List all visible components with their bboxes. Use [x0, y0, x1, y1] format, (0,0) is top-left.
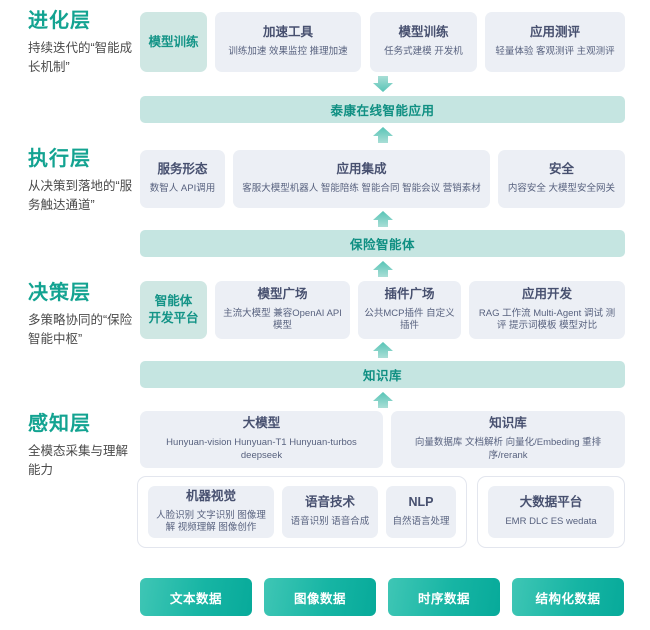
- card-subtitle: 主流大模型 兼容OpenAI API模型: [223, 307, 342, 332]
- chip-label: 结构化数据: [535, 591, 601, 606]
- card-title: 加速工具: [262, 25, 313, 40]
- layer-description: 从决策到落地的“服务触达通道”: [28, 179, 133, 213]
- arrow-up-icon: [372, 211, 394, 227]
- card-title: 大数据平台: [519, 495, 583, 510]
- layer-label-execution: 执行层 从决策到落地的“服务触达通道”: [28, 148, 133, 216]
- card-title: NLP: [408, 495, 434, 510]
- arrow-up-icon: [372, 392, 394, 408]
- arrow-down-icon: [372, 76, 394, 92]
- layer-label-evolution: 进化层 持续迭代的“智能成长机制”: [28, 10, 133, 78]
- card-subtitle: Hunyuan-vision Hunyuan-T1 Hunyuan-turbos…: [166, 437, 357, 461]
- card-subtitle: 训练加速 效果监控 推理加速: [228, 45, 348, 57]
- layer-label-decision: 决策层 多策略协同的“保险智能中枢”: [28, 282, 133, 350]
- chip-timeseries-data[interactable]: 时序数据: [388, 578, 500, 616]
- chip-image-data[interactable]: 图像数据: [264, 578, 376, 616]
- card-large-model[interactable]: 大模型 Hunyuan-vision Hunyuan-T1 Hunyuan-tu…: [140, 411, 383, 468]
- arrow-up-icon: [372, 261, 394, 277]
- band-label: 保险智能体: [349, 238, 415, 252]
- layer-title: 决策层: [28, 282, 91, 304]
- card-subtitle: 数智人 API调用: [149, 182, 216, 194]
- band-knowledge-base: 知识库: [140, 361, 625, 388]
- card-application-evaluation[interactable]: 应用测评 轻量体验 客观测评 主观测评: [485, 12, 625, 72]
- layer-label-perception: 感知层 全模态采集与理解能力: [28, 413, 133, 481]
- card-subtitle: RAG 工作流 Multi-Agent 调试 测评 提示词模板 模型对比: [478, 307, 616, 332]
- chip-text-data[interactable]: 文本数据: [140, 578, 252, 616]
- card-title: 机器视觉: [185, 488, 236, 503]
- card-knowledge-base[interactable]: 知识库 向量数据库 文档解析 向量化/Embeding 重排序/rerank: [391, 411, 625, 468]
- band-label: 泰康在线智能应用: [330, 104, 435, 118]
- card-title: 智能体 开发平台: [148, 294, 199, 325]
- card-subtitle: 轻量体验 客观测评 主观测评: [495, 45, 615, 57]
- card-title: 应用集成: [336, 162, 387, 177]
- layer-title: 感知层: [28, 413, 91, 435]
- band-insurance-agent: 保险智能体: [140, 230, 625, 257]
- card-title: 应用测评: [529, 25, 580, 40]
- card-title: 知识库: [489, 416, 527, 431]
- layer-description: 全模态采集与理解能力: [28, 444, 129, 478]
- chip-label: 图像数据: [293, 591, 346, 606]
- card-model-training-highlight[interactable]: 模型训练: [140, 12, 207, 72]
- card-title: 语音技术: [304, 495, 355, 510]
- band-taikang-online-ai-application: 泰康在线智能应用: [140, 96, 625, 123]
- card-title: 插件广场: [384, 286, 435, 301]
- card-subtitle: 内容安全 大模型安全网关: [507, 182, 616, 194]
- arrow-up-icon: [372, 127, 394, 143]
- card-service-form[interactable]: 服务形态 数智人 API调用: [140, 150, 225, 208]
- card-subtitle: 语音识别 语音合成: [290, 515, 370, 527]
- card-title: 安全: [548, 162, 574, 177]
- chip-label: 文本数据: [169, 591, 222, 606]
- layer-description: 持续迭代的“智能成长机制”: [28, 41, 133, 75]
- chip-label: 时序数据: [417, 591, 470, 606]
- card-subtitle: 客服大模型机器人 智能陪练 智能合同 智能会议 营销素材: [242, 182, 481, 194]
- card-machine-vision[interactable]: 机器视觉 人脸识别 文字识别 图像理解 视频理解 图像创作: [148, 486, 274, 538]
- card-title: 服务形态: [157, 162, 208, 177]
- card-subtitle: 任务式建模 开发机: [384, 45, 463, 57]
- card-acceleration-tools[interactable]: 加速工具 训练加速 效果监控 推理加速: [215, 12, 361, 72]
- chip-structured-data[interactable]: 结构化数据: [512, 578, 624, 616]
- card-big-data-platform[interactable]: 大数据平台 EMR DLC ES wedata: [488, 486, 614, 538]
- card-title: 模型广场: [257, 286, 308, 301]
- card-model-plaza[interactable]: 模型广场 主流大模型 兼容OpenAI API模型: [215, 281, 350, 339]
- card-agent-dev-platform-highlight[interactable]: 智能体 开发平台: [140, 281, 207, 339]
- card-plugin-plaza[interactable]: 插件广场 公共MCP插件 自定义插件: [358, 281, 461, 339]
- card-subtitle: 公共MCP插件 自定义插件: [364, 307, 455, 332]
- card-subtitle: 向量数据库 文档解析 向量化/Embeding 重排序/rerank: [414, 437, 602, 461]
- card-title: 应用开发: [521, 286, 572, 301]
- card-subtitle: 自然语言处理: [392, 515, 450, 527]
- layer-title: 进化层: [28, 10, 91, 32]
- card-title: 模型训练: [148, 34, 199, 49]
- band-label: 知识库: [362, 369, 402, 383]
- card-subtitle: EMR DLC ES wedata: [505, 515, 597, 527]
- card-application-development[interactable]: 应用开发 RAG 工作流 Multi-Agent 调试 测评 提示词模板 模型对…: [469, 281, 625, 339]
- layer-description: 多策略协同的“保险智能中枢”: [28, 313, 133, 347]
- card-security[interactable]: 安全 内容安全 大模型安全网关: [498, 150, 625, 208]
- card-title: 大模型: [242, 416, 281, 431]
- card-model-training[interactable]: 模型训练 任务式建模 开发机: [370, 12, 477, 72]
- card-subtitle: 人脸识别 文字识别 图像理解 视频理解 图像创作: [156, 509, 266, 534]
- arrow-up-icon: [372, 342, 394, 358]
- card-application-integration[interactable]: 应用集成 客服大模型机器人 智能陪练 智能合同 智能会议 营销素材: [233, 150, 490, 208]
- layer-title: 执行层: [28, 148, 91, 170]
- card-speech-technology[interactable]: 语音技术 语音识别 语音合成: [282, 486, 378, 538]
- card-title: 模型训练: [398, 25, 449, 40]
- card-nlp[interactable]: NLP 自然语言处理: [386, 486, 456, 538]
